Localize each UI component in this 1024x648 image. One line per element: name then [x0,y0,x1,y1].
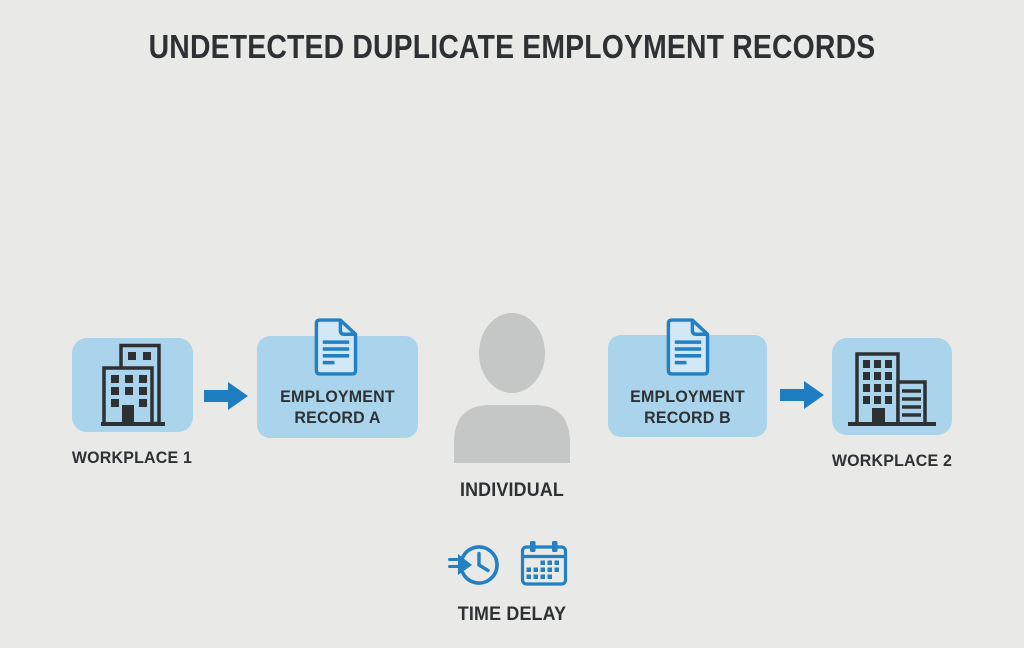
clock-history-icon [448,545,499,585]
record-a-label-line2: RECORD A [294,408,381,427]
workplace2-box [832,338,952,435]
document-icon [666,318,710,376]
record-b-label-line2: RECORD B [644,408,731,427]
workplace1-box [72,338,193,432]
individual-label: INDIVIDUAL [459,480,565,501]
record-a-label-line1: EMPLOYMENT [280,387,395,406]
building-icon [848,351,936,426]
workplace2-label: WORKPLACE 2 [831,451,953,470]
record-b-label-line1: EMPLOYMENT [630,387,745,406]
calendar-icon [520,541,568,586]
person-silhouette-icon [454,313,570,463]
record-b-label: EMPLOYMENT RECORD B [613,386,762,428]
arrow-right-icon [780,381,824,409]
arrow-right-icon [204,382,248,410]
record-a-label: EMPLOYMENT RECORD A [262,386,413,428]
page-title: UNDETECTED DUPLICATE EMPLOYMENT RECORDS [148,28,876,65]
document-icon [314,318,358,376]
building-icon [100,343,165,426]
time-delay-label: TIME DELAY [457,604,567,625]
workplace1-label: WORKPLACE 1 [71,448,193,467]
